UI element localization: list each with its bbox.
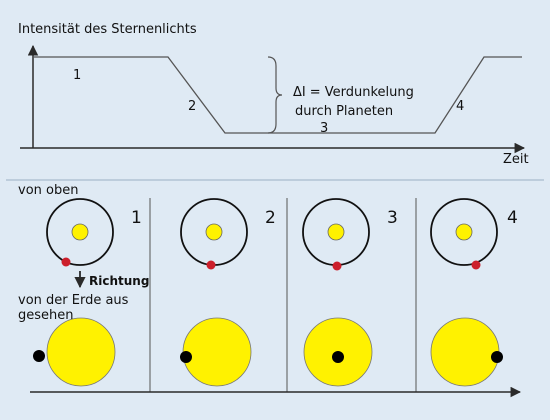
phase-label-1: 1 xyxy=(73,68,81,83)
planet-front-view xyxy=(491,351,503,363)
panel-number: 4 xyxy=(507,208,518,228)
panel-number: 3 xyxy=(387,208,398,228)
earth-view-title-line1: von der Erde aus xyxy=(18,293,129,308)
depth-text: = Verdunkelung xyxy=(310,85,414,100)
light-curve xyxy=(33,56,522,134)
phase-label-2: 2 xyxy=(188,99,196,114)
depth-bracket xyxy=(267,56,283,134)
earth-view-title-line2: gesehen xyxy=(18,308,74,323)
star-top-view xyxy=(205,223,223,241)
x-axis-label: Zeit xyxy=(503,152,529,167)
planet-front-view xyxy=(180,351,192,363)
planet-front-view xyxy=(33,350,45,362)
planet-top-view xyxy=(332,261,342,271)
planet-top-view xyxy=(61,257,71,267)
star-front-view xyxy=(182,317,252,387)
panel-3: 3 xyxy=(302,198,398,387)
star-top-view xyxy=(455,223,473,241)
top-view-title: von oben xyxy=(18,183,78,198)
star-front-view xyxy=(430,317,500,387)
panel-1: 1 xyxy=(33,198,142,387)
phase-label-4: 4 xyxy=(456,99,464,114)
planet-top-view xyxy=(471,260,481,270)
panel-2: 2 xyxy=(180,198,276,387)
panel-number: 2 xyxy=(265,208,276,228)
orbit-circle xyxy=(430,198,498,266)
planet-top-view xyxy=(206,260,216,270)
star-top-view xyxy=(327,223,345,241)
panel-number: 1 xyxy=(131,208,142,228)
star-front-view xyxy=(46,317,116,387)
planet-front-view xyxy=(332,351,344,363)
orbit-circle xyxy=(46,198,114,266)
direction-label: Richtung xyxy=(89,274,149,288)
depth-label-line2: durch Planeten xyxy=(295,104,393,119)
star-top-view xyxy=(71,223,89,241)
phase-label-3: 3 xyxy=(320,121,328,136)
y-axis-label: Intensität des Sternenlichts xyxy=(18,22,197,37)
depth-label-line1: ΔI = Verdunkelung xyxy=(293,85,414,100)
depth-symbol: ΔI xyxy=(293,85,306,100)
panel-4: 4 xyxy=(430,198,518,387)
